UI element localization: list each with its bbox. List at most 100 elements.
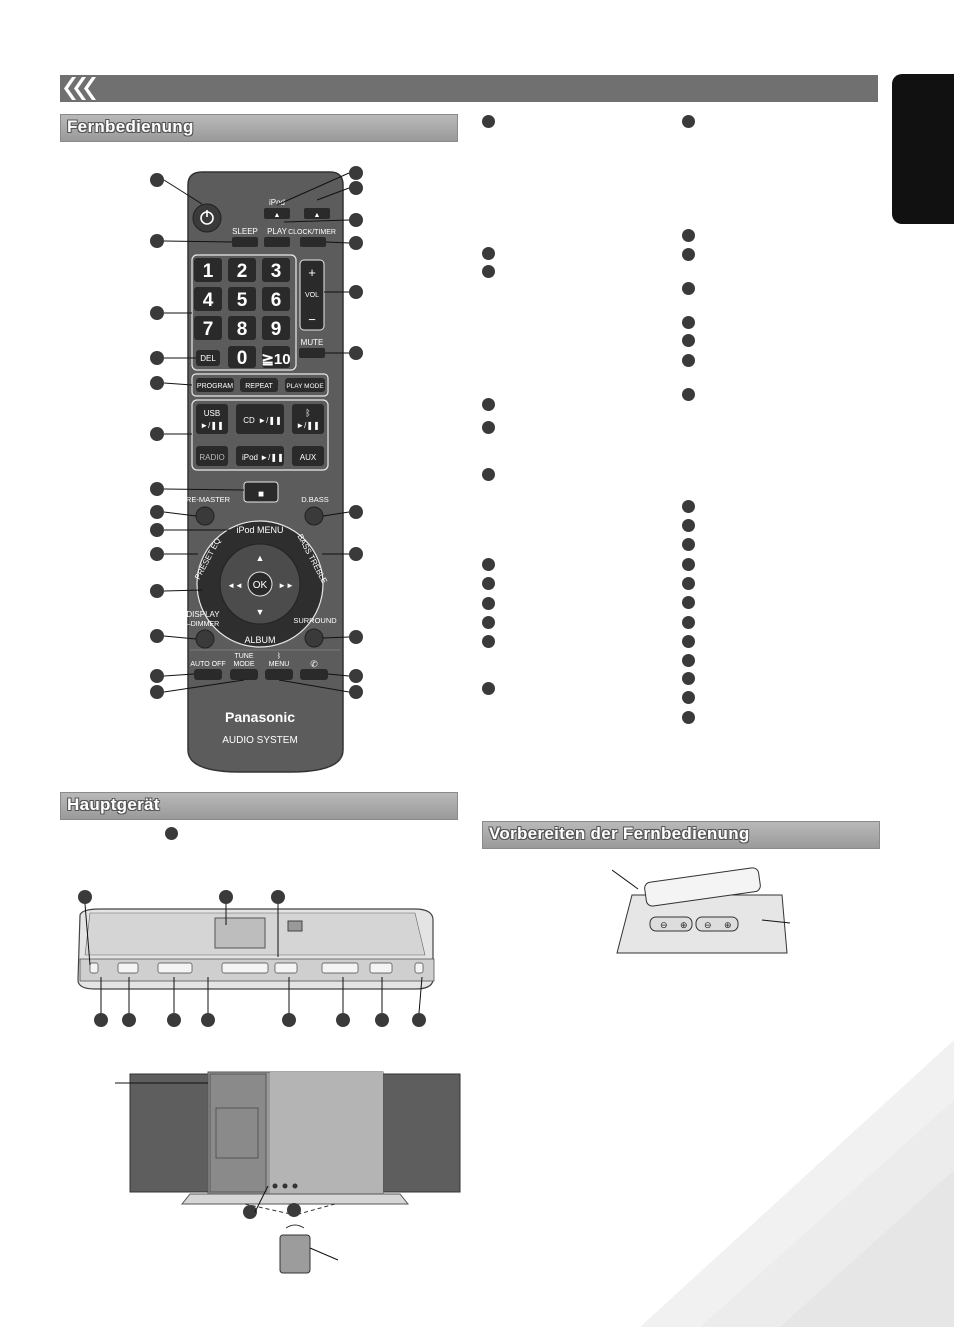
reference-bullet: [682, 229, 695, 242]
number-key-button[interactable]: [194, 287, 222, 311]
reference-bullet: [682, 711, 695, 724]
volume-up-label: +: [308, 265, 316, 280]
callout-marker: [150, 669, 164, 683]
reference-bullet: [682, 500, 695, 513]
usb-play-button[interactable]: [196, 404, 228, 434]
cd-eject-icon: ▲: [314, 212, 321, 219]
ipod-eject-button[interactable]: [264, 208, 290, 219]
aux-button[interactable]: [292, 446, 324, 466]
unit-button[interactable]: [321, 962, 359, 974]
callout-marker: [150, 173, 164, 187]
reference-bullet: [482, 468, 495, 481]
reference-bullet: [682, 691, 695, 704]
ok-button[interactable]: [247, 571, 273, 597]
dbass-label: D.BASS: [301, 495, 329, 504]
reference-bullet: [482, 265, 495, 278]
sleep-button[interactable]: [232, 237, 258, 247]
callout-marker: [150, 351, 164, 365]
number-key-button[interactable]: [228, 346, 256, 368]
reference-bullet: [482, 616, 495, 629]
auto-off-label: AUTO OFF: [190, 661, 225, 668]
reference-bullet: [682, 282, 695, 295]
number-key-button[interactable]: [194, 316, 222, 340]
play-mode-button[interactable]: [285, 378, 325, 392]
unit-button[interactable]: [117, 962, 139, 974]
unit-buttons: [89, 962, 424, 974]
down-arrow-icon: ▼: [256, 607, 265, 617]
callout-marker: [150, 482, 164, 496]
number-key-button[interactable]: [228, 287, 256, 311]
number-key-label: 9: [271, 319, 282, 340]
clock-timer-button[interactable]: [300, 237, 326, 247]
bluetooth-menu-button[interactable]: [265, 669, 293, 680]
surround-button[interactable]: [304, 628, 324, 648]
program-button[interactable]: [196, 378, 234, 392]
tune-label: TUNE: [234, 653, 253, 660]
play-timer-button[interactable]: [264, 237, 290, 247]
callout-marker: [150, 505, 164, 519]
number-key-button[interactable]: [262, 258, 290, 282]
ok-label: OK: [253, 580, 268, 591]
volume-label: VOL: [305, 292, 319, 299]
battery-minus-icon: ⊖: [660, 920, 668, 930]
reference-bullet: [682, 558, 695, 571]
callout-marker: [150, 376, 164, 390]
unit-button[interactable]: [157, 962, 193, 974]
ipod-play-button[interactable]: [236, 446, 284, 466]
reference-bullet: [682, 672, 695, 685]
unit-button[interactable]: [89, 962, 99, 974]
battery-plus-icon: ⊕: [724, 920, 732, 930]
next-track-icon: ►►: [278, 581, 294, 590]
callout-sensor: [287, 1203, 301, 1217]
cd-eject-button[interactable]: [304, 208, 330, 219]
del-button[interactable]: [196, 350, 220, 366]
battery-insertion-illustration: ⊖ ⊕ ⊖ ⊕: [612, 867, 791, 954]
number-key-button[interactable]: [228, 316, 256, 340]
remaster-button[interactable]: [195, 506, 215, 526]
bluetooth-play-button[interactable]: [292, 404, 324, 434]
reference-bullet: [482, 682, 495, 695]
reference-bullet: [482, 597, 495, 610]
callout-marker: [349, 505, 363, 519]
chevron-left-icon: [64, 77, 96, 100]
number-key-button[interactable]: [194, 258, 222, 282]
dbass-button[interactable]: [304, 506, 324, 526]
number-key-button[interactable]: [228, 258, 256, 282]
program-label: PROGRAM: [197, 383, 233, 390]
tune-mode-button[interactable]: [230, 669, 258, 680]
radio-button[interactable]: [196, 446, 228, 466]
reference-bullet: [482, 558, 495, 571]
reference-bullet: [682, 635, 695, 648]
battery-plus-icon: ⊕: [680, 920, 688, 930]
auto-off-button[interactable]: [194, 669, 222, 680]
callout-marker: [349, 285, 363, 299]
number-key-button[interactable]: [262, 316, 290, 340]
callout-marker: [150, 523, 164, 537]
phone-button[interactable]: [300, 669, 328, 680]
top-bar: [60, 75, 878, 102]
callout-marker: [150, 547, 164, 561]
unit-button[interactable]: [369, 962, 393, 974]
stop-button[interactable]: [243, 481, 279, 503]
repeat-button[interactable]: [240, 378, 278, 392]
unit-button[interactable]: [221, 962, 269, 974]
unit-button[interactable]: [414, 962, 424, 974]
callout-marker: [78, 890, 92, 904]
repeat-label: REPEAT: [245, 383, 273, 390]
unit-button[interactable]: [274, 962, 298, 974]
play-mode-label: PLAY MODE: [286, 383, 324, 390]
album-label: ALBUM: [244, 635, 275, 645]
mute-button[interactable]: [299, 348, 325, 358]
callout-marker: [150, 685, 164, 699]
display-dimmer-button[interactable]: [195, 629, 215, 649]
number-key-label: 6: [271, 290, 282, 311]
cd-play-button[interactable]: [236, 404, 284, 434]
number-key-button[interactable]: [262, 346, 290, 368]
callout-marker: [336, 1013, 350, 1027]
section-header-main-unit: Hauptgerät: [60, 792, 458, 820]
remote-subtitle: AUDIO SYSTEM: [222, 735, 298, 746]
power-button[interactable]: [192, 203, 222, 233]
volume-rocker[interactable]: [299, 259, 325, 331]
remaster-label: RE-MASTER: [186, 495, 231, 504]
number-key-button[interactable]: [262, 287, 290, 311]
